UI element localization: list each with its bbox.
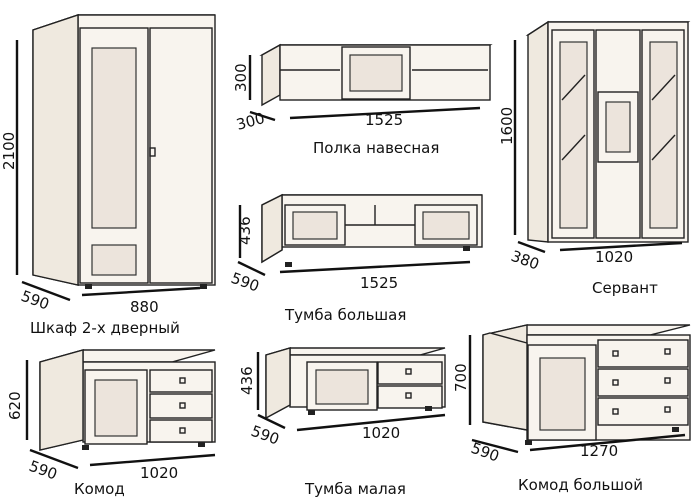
shelf-height: 300: [232, 63, 250, 92]
sideboard-servant: 1600 380 1020 Сервант: [498, 20, 691, 297]
servant-depth: 380: [509, 247, 542, 274]
chest-large-height: 700: [452, 363, 470, 392]
chest-depth: 590: [27, 457, 60, 484]
wardrobe-height: 2100: [0, 132, 18, 170]
chest-title: Комод: [74, 480, 125, 498]
tv-stand-small-depth: 590: [249, 422, 282, 449]
wardrobe-width: 880: [130, 298, 159, 316]
chest-of-drawers: 620 590 1020 Комод: [6, 349, 216, 498]
chest-large-depth: 590: [469, 439, 502, 466]
chest-large-width: 1270: [580, 442, 618, 460]
chest-height: 620: [6, 391, 24, 420]
shelf-width: 1525: [365, 111, 403, 129]
tv-stand-large-depth: 590: [229, 269, 262, 296]
tv-stand-small-height: 436: [238, 366, 256, 395]
shelf-depth: 300: [234, 109, 266, 134]
tv-stand-small-width: 1020: [362, 424, 400, 442]
wardrobe-title: Шкаф 2-х дверный: [30, 319, 180, 337]
tv-stand-small: 436 590 1020 Тумба малая: [238, 347, 446, 498]
tv-stand-large-title: Тумба большая: [284, 306, 406, 324]
servant-height: 1600: [498, 107, 516, 145]
chest-of-drawers-large: 700 590 1270 Комод большой: [452, 324, 691, 494]
chest-large-title: Комод большой: [518, 476, 643, 494]
tv-stand-large: 436 590 1525 Тумба большая: [229, 193, 483, 324]
chest-width: 1020: [140, 464, 178, 482]
servant-width: 1020: [595, 248, 633, 266]
tv-stand-large-width: 1525: [360, 274, 398, 292]
wall-shelf: 300 300 1525 Полка навесная: [232, 43, 493, 157]
wardrobe-2-door: 2100 590 880 Шкаф 2-х дверный: [0, 14, 216, 337]
servant-title: Сервант: [592, 279, 658, 297]
shelf-title: Полка навесная: [313, 139, 439, 157]
tv-stand-large-height: 436: [236, 216, 254, 245]
tv-stand-small-title: Тумба малая: [304, 480, 406, 498]
